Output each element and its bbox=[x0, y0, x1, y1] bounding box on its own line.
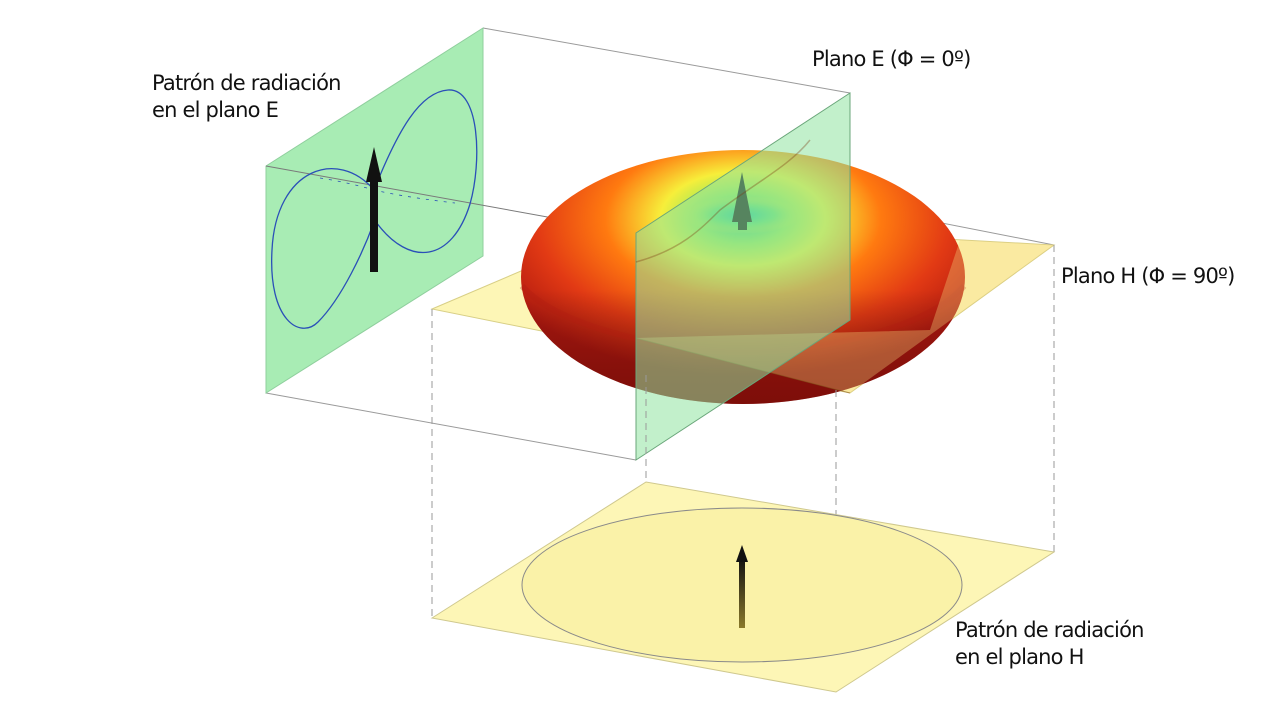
h-plane-projection-panel bbox=[430, 481, 1056, 693]
e-plane-vertical bbox=[635, 92, 851, 461]
dipole-arrow-icon bbox=[736, 545, 748, 628]
e-pattern-label-line1: Patrón de radiación bbox=[152, 71, 341, 95]
e-pattern-label-line2: en el plano E bbox=[152, 98, 279, 122]
h-pattern-label-line1: Patrón de radiación bbox=[955, 618, 1144, 642]
e-plane-projection-panel bbox=[265, 27, 637, 394]
h-pattern-label-line2: en el plano H bbox=[955, 645, 1084, 669]
h-plane-label: Plano H (Φ = 90º) bbox=[1061, 264, 1235, 288]
e-plane-label: Plano E (Φ = 0º) bbox=[812, 47, 971, 71]
dipole-arrow-icon bbox=[366, 147, 382, 272]
frame-dashed-lines bbox=[431, 245, 1055, 618]
